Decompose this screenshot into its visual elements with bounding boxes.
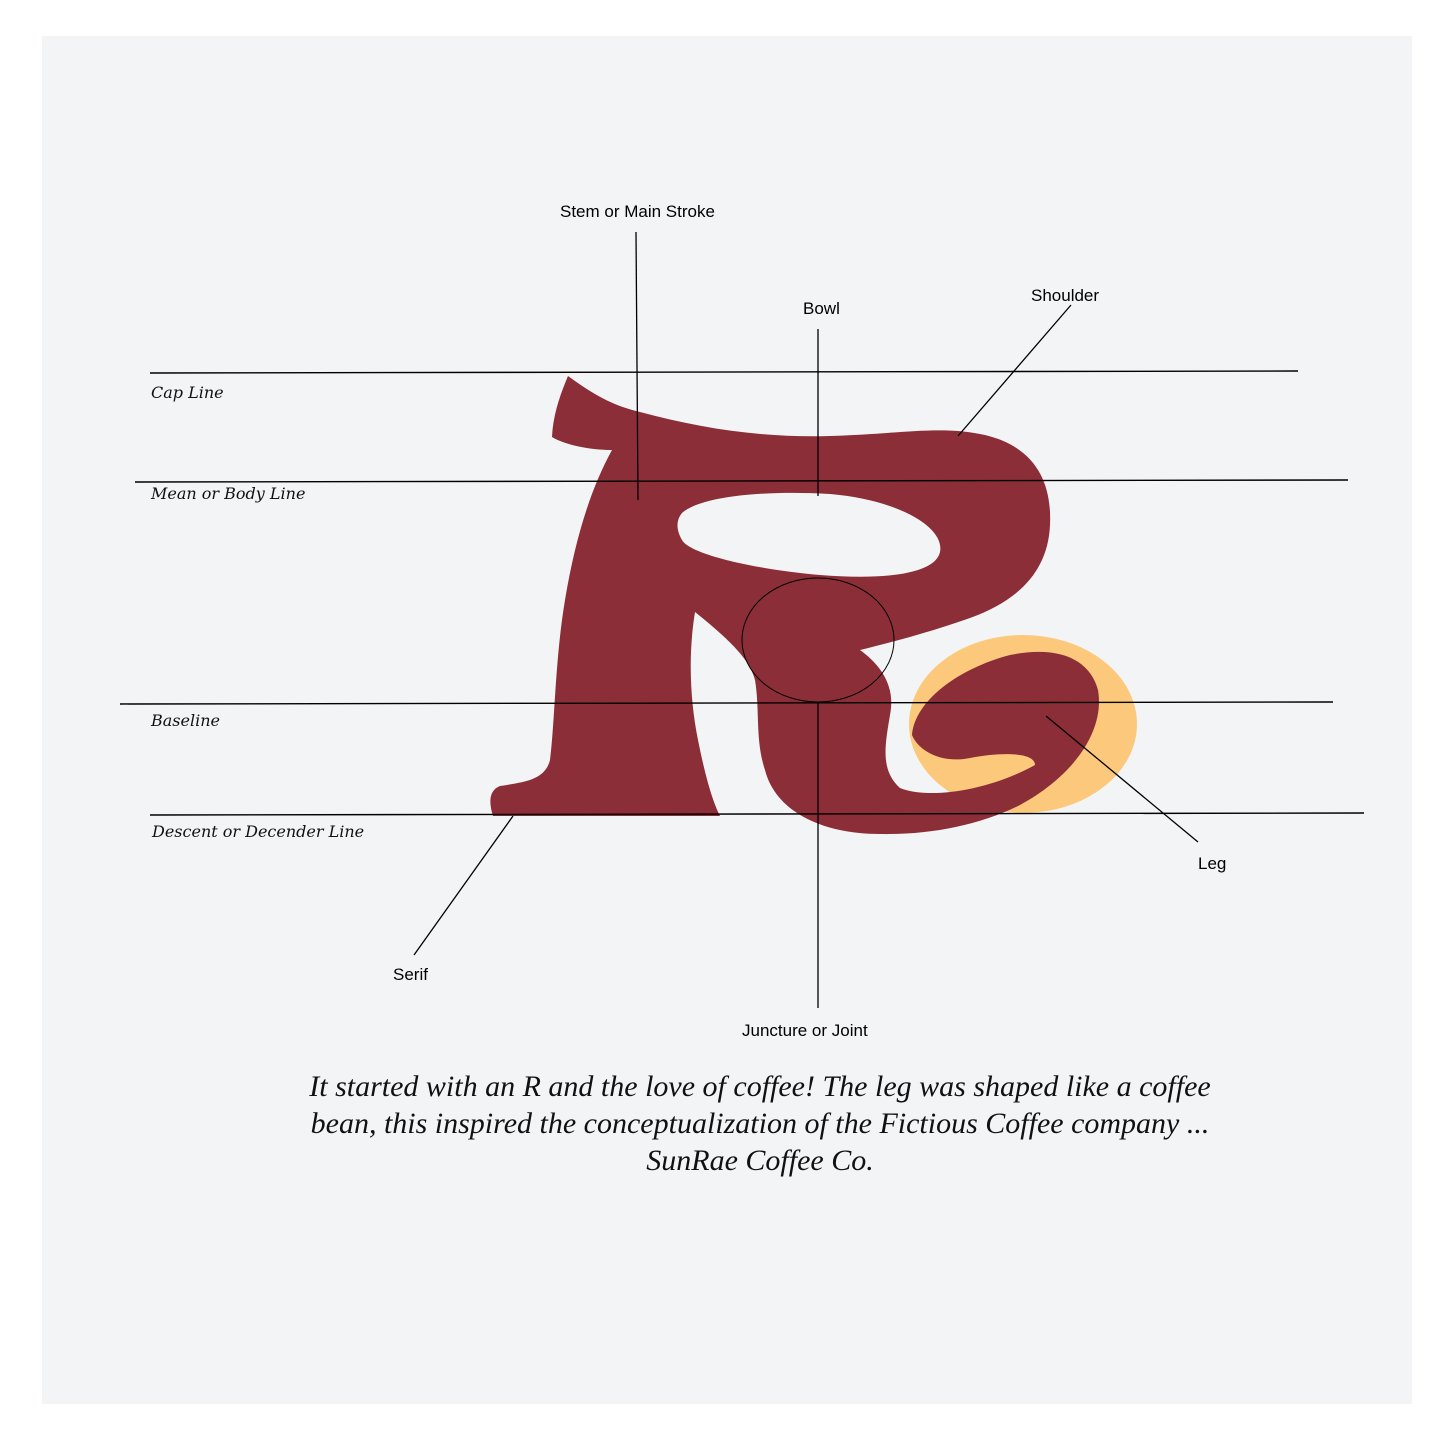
baseline	[119, 701, 1334, 705]
stem-label: Stem or Main Stroke	[560, 202, 715, 221]
shoulder-leader	[957, 304, 1072, 437]
caption-line-2: bean, this inspired the conceptualizatio…	[310, 1107, 1210, 1140]
cap-line	[149, 370, 1299, 374]
caption-line-3: SunRae Coffee Co.	[646, 1144, 874, 1177]
shoulder-label: Shoulder	[1031, 286, 1099, 305]
leg-label: Leg	[1198, 854, 1226, 873]
artboard-background	[42, 36, 1412, 1404]
descent-line-label: Descent or Decender Line	[151, 822, 364, 841]
mean-line-label: Mean or Body Line	[150, 484, 305, 503]
serif-label: Serif	[393, 965, 428, 984]
mean-line	[134, 479, 1349, 483]
caption-line-1: It started with an R and the love of cof…	[309, 1070, 1211, 1103]
descent-line	[149, 812, 1365, 816]
cap-line-label: Cap Line	[151, 383, 224, 402]
story-caption: It started with an R and the love of cof…	[230, 1068, 1290, 1179]
juncture-label: Juncture or Joint	[742, 1021, 868, 1040]
letter-r-glyph	[490, 376, 1100, 835]
leg-leader	[1045, 715, 1199, 843]
stem-leader	[635, 231, 639, 501]
serif-leader	[413, 815, 514, 956]
bowl-label: Bowl	[803, 299, 840, 318]
baseline-label: Baseline	[150, 711, 220, 730]
